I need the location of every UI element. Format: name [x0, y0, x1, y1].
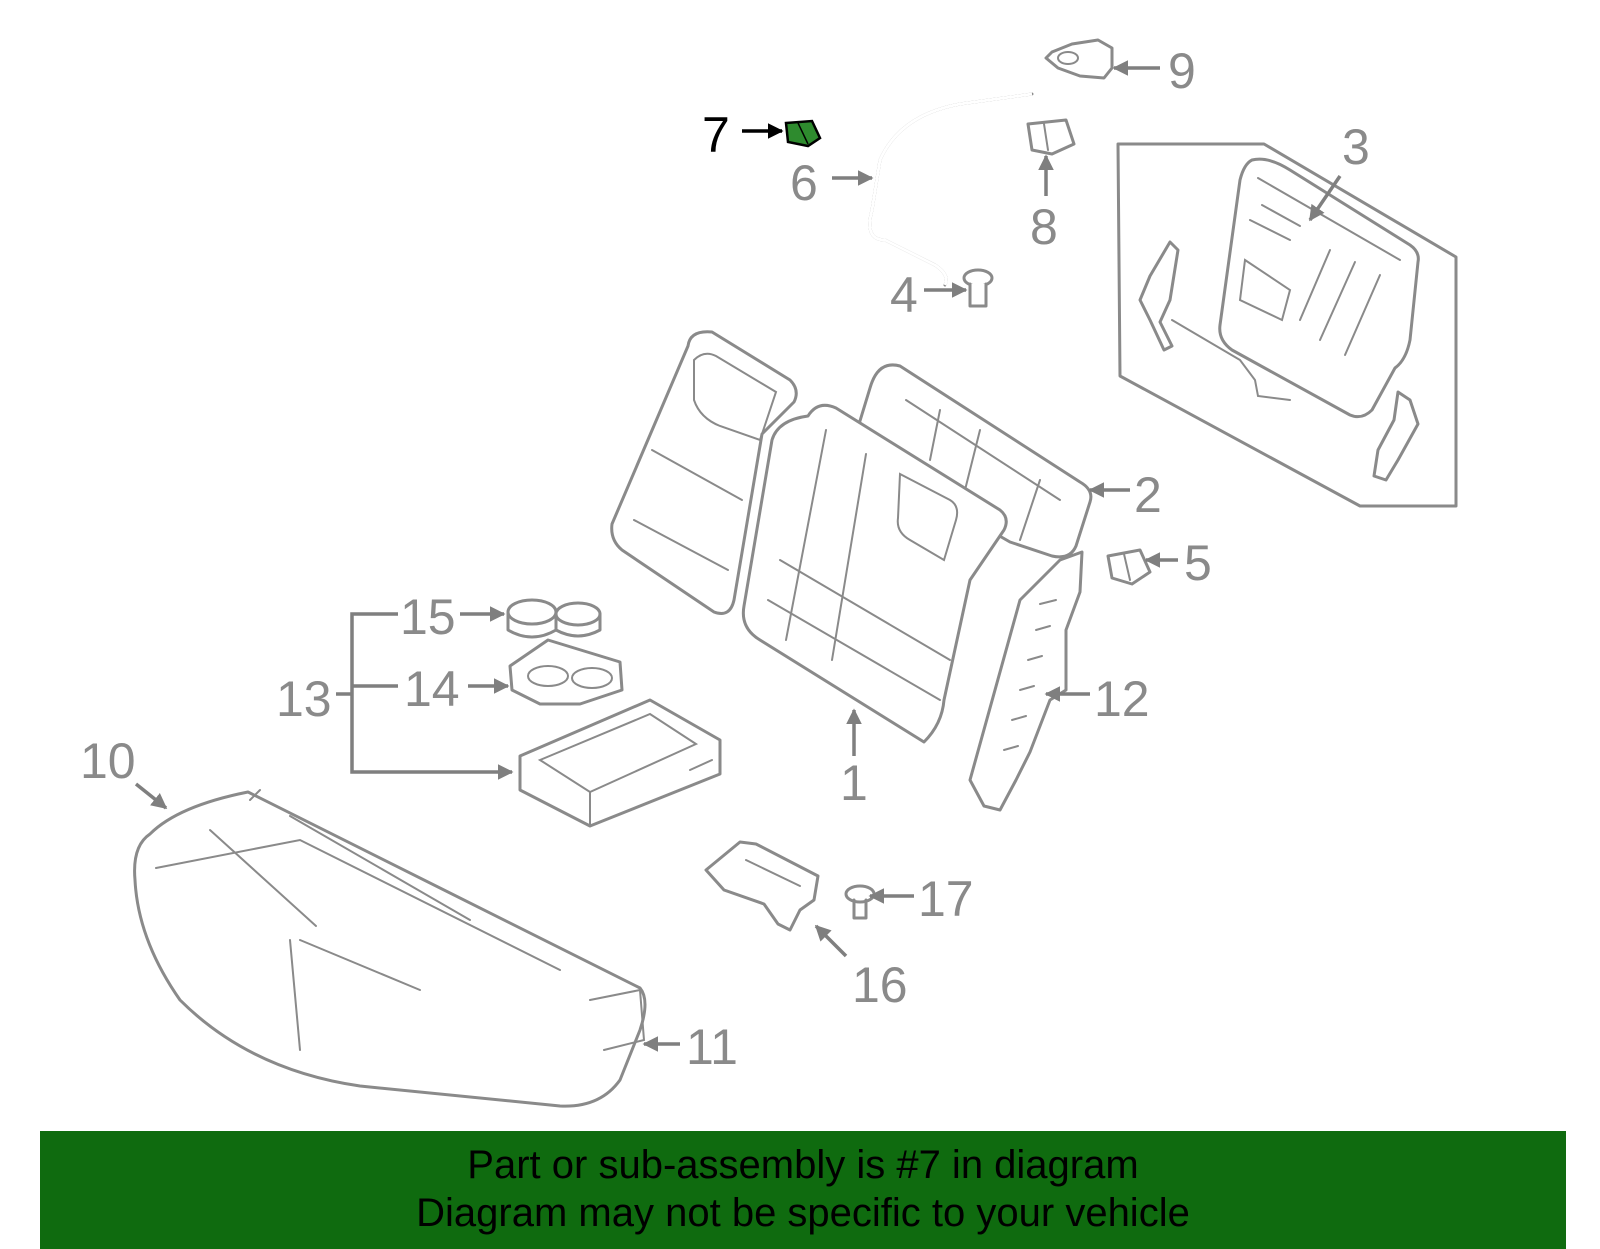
- part-9-bracket: [1044, 38, 1114, 80]
- callout-14: 14: [404, 661, 460, 717]
- callout-12: 12: [1094, 671, 1150, 727]
- part-8-bracket: [1026, 118, 1076, 156]
- callout-3: 3: [1342, 119, 1370, 175]
- callout-11: 11: [686, 1019, 738, 1075]
- callout-10: 10: [80, 733, 136, 789]
- part-4-pin: [962, 268, 994, 308]
- callout-9: 9: [1168, 43, 1196, 99]
- callout-8: 8: [1030, 199, 1058, 255]
- leader-lines: [134, 60, 1342, 1052]
- part-13-armrest: [518, 698, 722, 828]
- callout-5: 5: [1184, 535, 1212, 591]
- banner-line-1: Part or sub-assembly is #7 in diagram: [467, 1143, 1139, 1187]
- callout-1: 1: [840, 755, 868, 811]
- callout-13: 13: [276, 671, 332, 727]
- part-1-seatback: [610, 330, 1008, 744]
- part-15-cup-inserts: [506, 598, 602, 639]
- part-12-side-panel: [968, 550, 1084, 812]
- part-16-bracket: [704, 840, 820, 932]
- callout-15: 15: [400, 589, 456, 645]
- part-6-rod: [868, 92, 1034, 287]
- callout-4: 4: [890, 267, 918, 323]
- part-10-11-seat-cushion: [133, 789, 647, 1108]
- part-5-clip: [1106, 548, 1152, 586]
- info-banner: Part or sub-assembly is #7 in diagram Di…: [40, 1131, 1566, 1249]
- part-7-clip-highlighted: [784, 119, 822, 148]
- part-17-pin: [844, 884, 876, 920]
- part-14-cup-holder: [508, 638, 624, 706]
- callout-6: 6: [790, 155, 818, 211]
- callout-16: 16: [852, 957, 908, 1013]
- callout-labels: 9 7 6 8 3 4 2 5 12 1 15 14 13 10 11 17 1…: [80, 43, 1370, 1075]
- part-3-seatback-frame: [1116, 142, 1458, 508]
- callout-17: 17: [918, 871, 974, 927]
- banner-line-2: Diagram may not be specific to your vehi…: [416, 1191, 1190, 1235]
- callout-7: 7: [702, 107, 730, 163]
- callout-2: 2: [1134, 467, 1162, 523]
